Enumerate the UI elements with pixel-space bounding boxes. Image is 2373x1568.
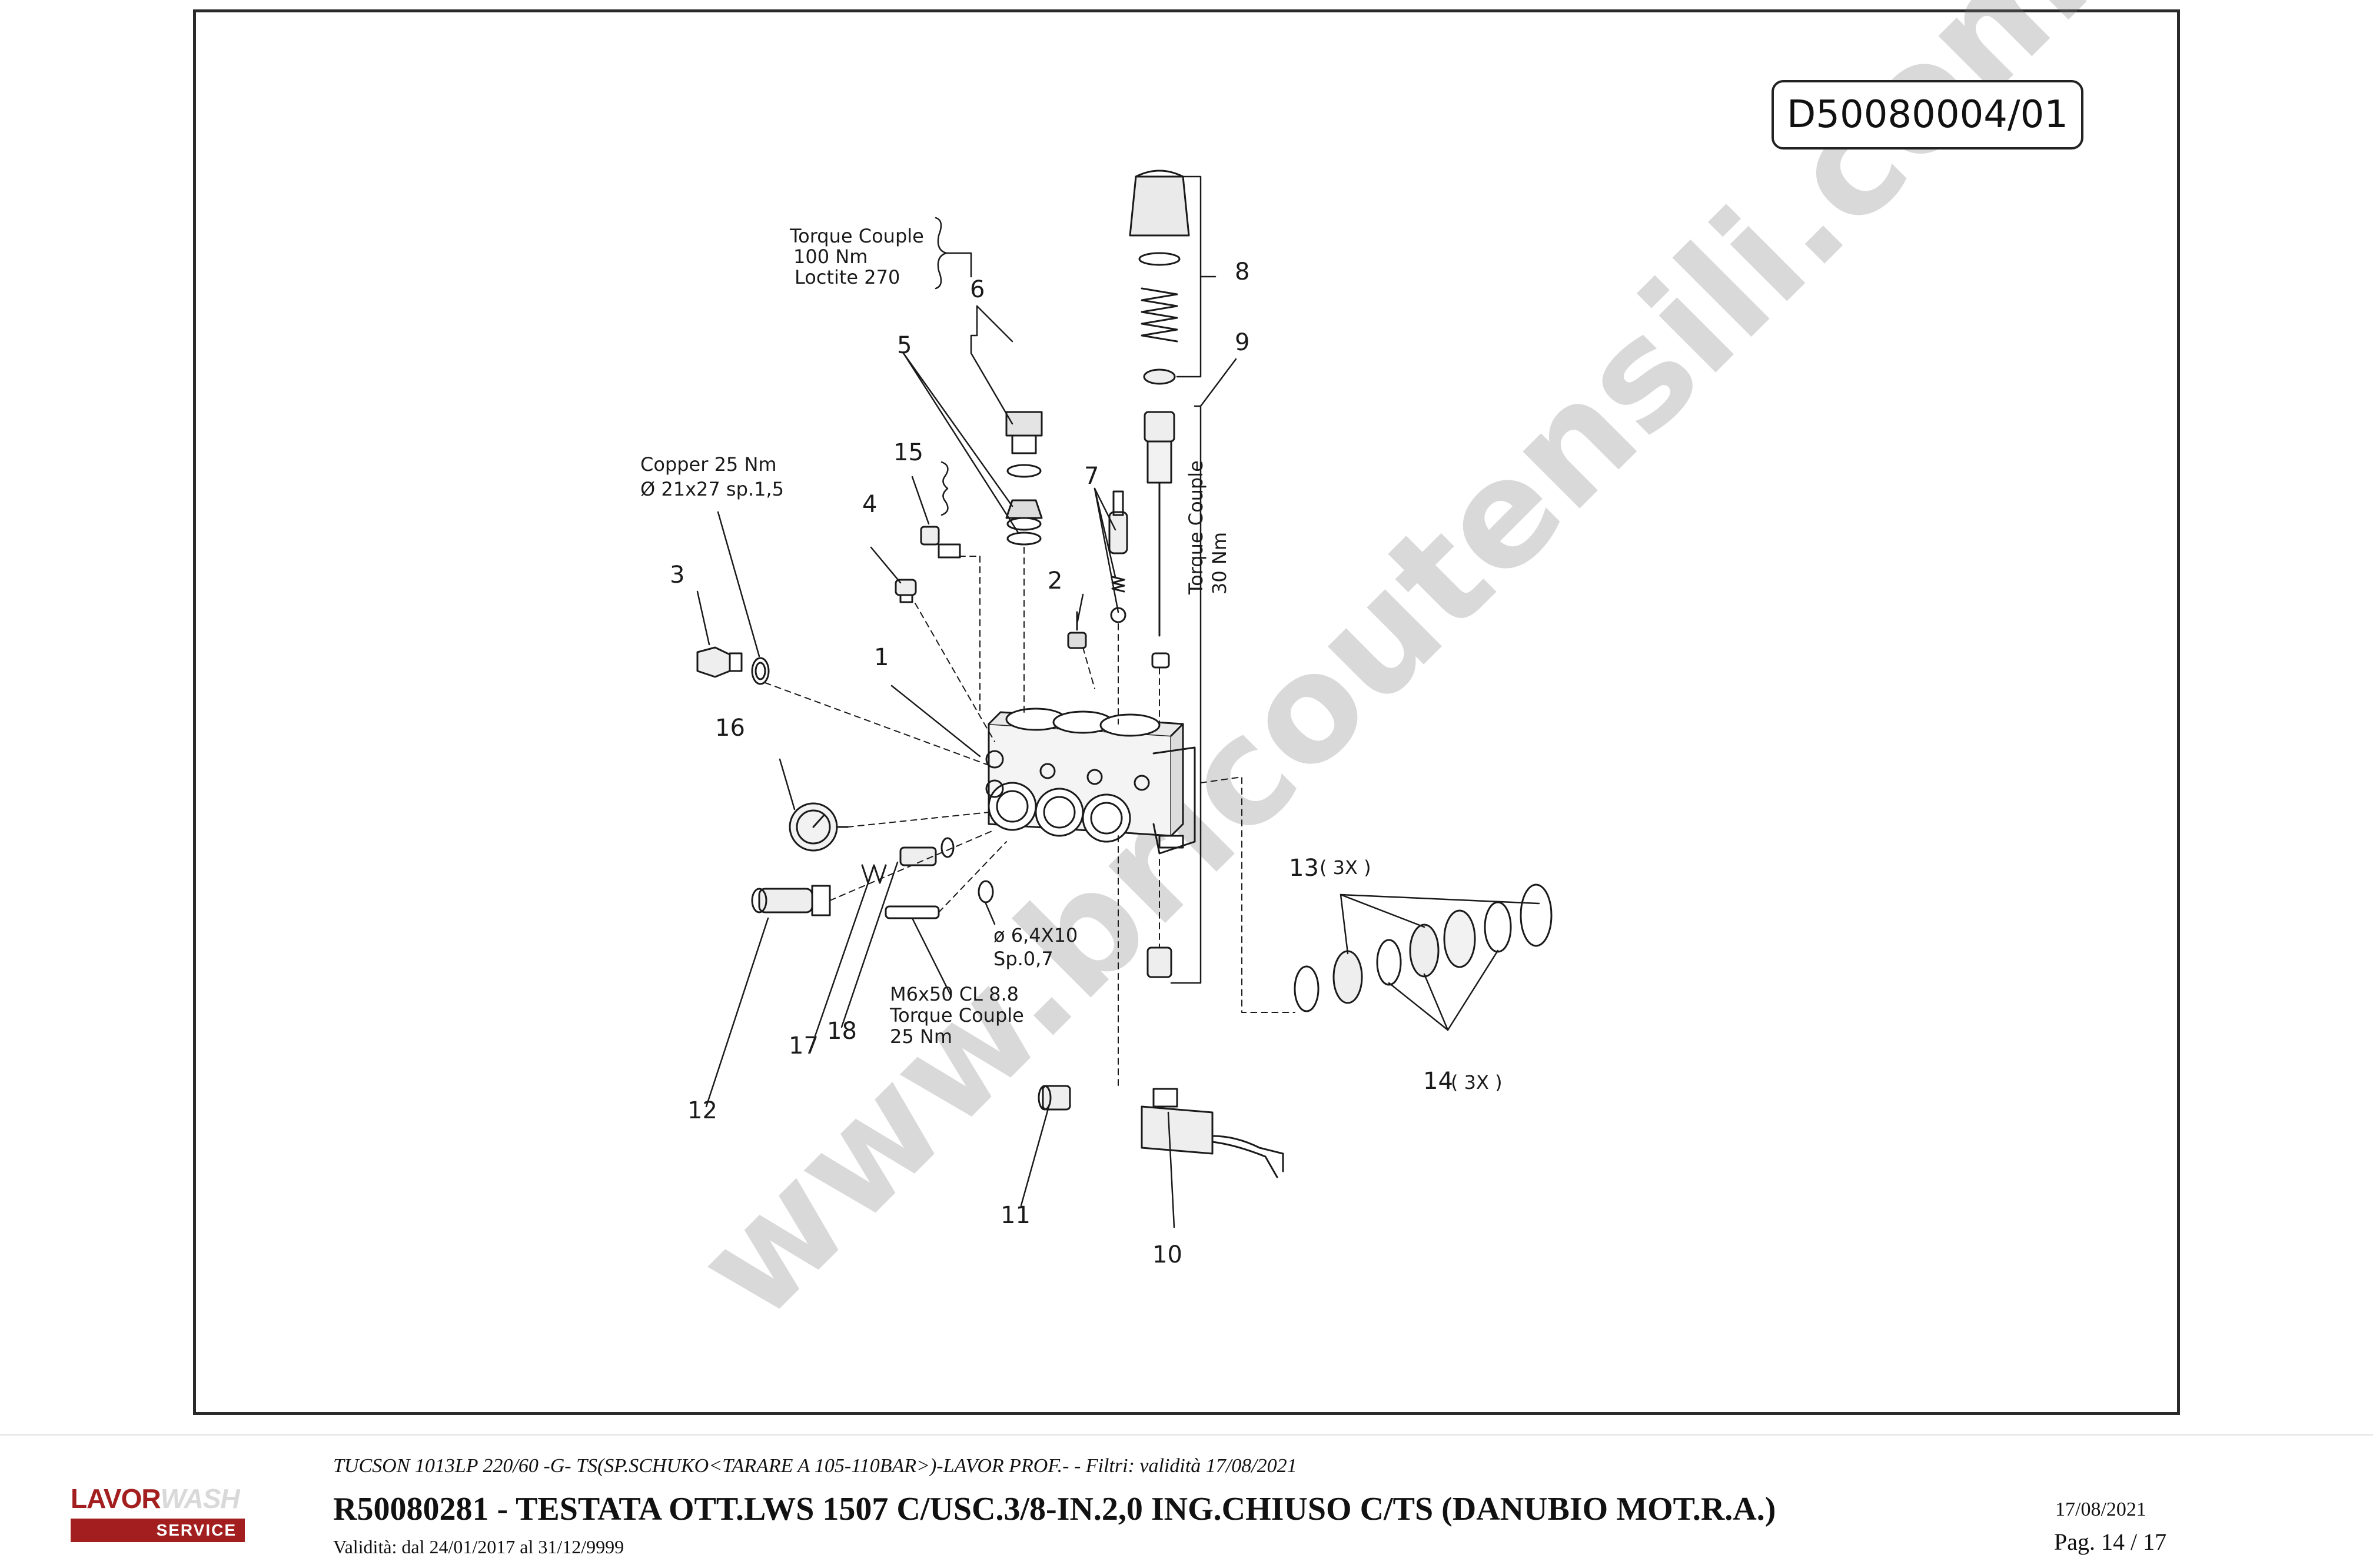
note-washer-line-1: ø 6,4X10 [993,924,1078,946]
part-8-cap-assembly [1129,170,1190,385]
callout-15: 15 [893,439,923,466]
part-4-plug [895,579,917,603]
callout-17: 17 [789,1032,819,1059]
callout-13: 13 [1289,855,1319,882]
callout-10: 10 [1152,1241,1182,1268]
callout-9: 9 [1235,329,1249,356]
part-3-plug [696,646,770,685]
part-5-valve [1005,499,1043,546]
callout-18: 18 [827,1018,857,1045]
part-15-elbow [920,526,961,559]
callout-12: 12 [687,1097,717,1124]
note-copper-line-1: Copper 25 Nm [640,453,777,476]
logo-brand-b: WASH [160,1483,240,1514]
callout-4: 4 [862,491,877,518]
part-6-plug [1005,411,1043,478]
assembly-guides [765,547,1295,1089]
qty-13: ( 3X ) [1320,856,1371,879]
callout-16: 16 [715,715,745,742]
print-date: 17/08/2021 [2055,1499,2146,1520]
part-manifold-head [985,707,1196,855]
callout-3: 3 [670,562,684,589]
part-11-nipple [1038,1085,1071,1111]
note-torque-6-line-2: 100 Nm [793,245,868,268]
footer-divider [0,1434,2373,1436]
part-16-gauge [789,802,849,852]
part-2-plug [1067,611,1087,649]
callout-2: 2 [1048,567,1062,594]
note-torque-9-line-1: Torque Couple [1185,460,1207,595]
callout-5: 5 [897,332,912,359]
callout-8: 8 [1235,258,1249,285]
part-7-nipple [1108,490,1128,623]
drawing-code: D50080004/01 [1772,80,2083,150]
page-number: Pag. 14 / 17 [2054,1529,2167,1555]
leader-lines [696,175,1540,1228]
drawing-frame [193,9,2180,1415]
callout-1: 1 [874,644,889,671]
note-bolt-line-2: Torque Couple [889,1004,1024,1026]
validity-text: Validità: dal 24/01/2017 al 31/12/9999 [333,1536,624,1557]
logo-brand: LAVORWASH [71,1483,247,1514]
page-title: R50080281 - TESTATA OTT.LWS 1507 C/USC.3… [333,1491,1776,1527]
model-line: TUCSON 1013LP 220/60 -G- TS(SP.SCHUKO<TA… [333,1455,1297,1477]
part-9-piston [1144,411,1175,978]
part-12-outlet-fitting [751,885,831,916]
note-torque-6-line-3: Loctite 270 [795,266,900,288]
note-copper-line-2: Ø 21x27 sp.1,5 [640,478,784,500]
callout-6: 6 [970,276,985,303]
callout-11: 11 [1001,1202,1031,1229]
logo-brand-a: LAVOR [71,1483,161,1514]
note-bolt-line-1: M6x50 CL 8.8 [890,983,1019,1005]
note-torque-9-line-2: 30 Nm [1208,532,1231,594]
callout-7: 7 [1084,463,1099,490]
part-13-14-seals [1294,883,1553,1012]
logo-service: SERVICE [71,1519,245,1542]
part-10-pressure-switch [1141,1088,1284,1178]
note-torque-6-line-1: Torque Couple [789,225,924,247]
note-bolt-line-3: 25 Nm [890,1025,952,1048]
note-washer-line-2: Sp.0,7 [993,948,1053,970]
callout-14: 14 [1423,1068,1453,1095]
brand-logo: LAVORWASH SERVICE [71,1483,247,1542]
qty-14: ( 3X ) [1451,1071,1503,1094]
